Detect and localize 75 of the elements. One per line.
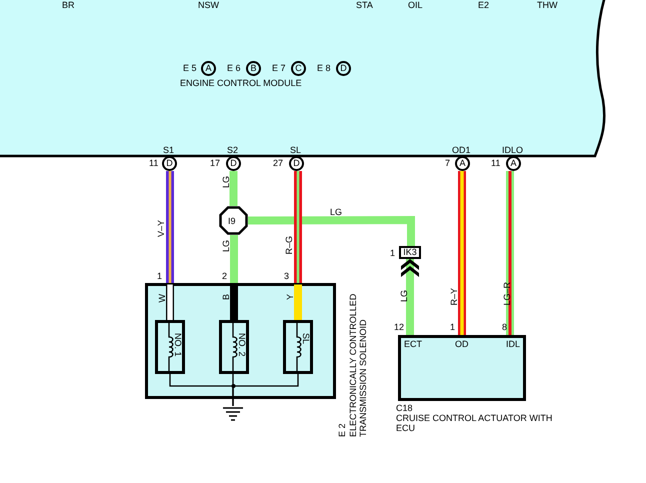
connector-box: IK3 bbox=[399, 246, 421, 259]
pin-number: 11 bbox=[149, 158, 158, 168]
wire-label: R–G bbox=[284, 236, 294, 255]
wire-label: LG bbox=[330, 207, 342, 217]
coil-label: NO. 2 bbox=[237, 333, 247, 357]
wire-label: LG bbox=[221, 240, 231, 252]
terminal-name: S2 bbox=[227, 145, 238, 155]
module-title: ENGINE CONTROL MODULE bbox=[180, 78, 302, 88]
pin-number: 7 bbox=[445, 158, 450, 168]
wire bbox=[230, 171, 238, 206]
junction-connector: I9 bbox=[219, 206, 248, 235]
pin-number: 27 bbox=[273, 158, 284, 168]
wire bbox=[458, 171, 466, 335]
wire-label: LG–R bbox=[502, 282, 512, 306]
terminal-name: IDL bbox=[506, 339, 520, 349]
component-label: CRUISE CONTROL ACTUATOR WITH ECU bbox=[396, 413, 554, 433]
terminal-name: OD bbox=[455, 339, 468, 349]
terminal-pin: A bbox=[506, 156, 521, 171]
ground-symbol bbox=[222, 406, 244, 422]
terminal-name: NSW bbox=[198, 0, 219, 10]
connector-letter: C bbox=[291, 61, 306, 76]
connector-code: E 7 bbox=[272, 63, 286, 73]
pin-number: 3 bbox=[284, 271, 290, 281]
wire-label: V–Y bbox=[156, 220, 166, 238]
wire bbox=[506, 171, 514, 335]
connector-code: E 5 bbox=[183, 63, 197, 73]
pin-number: 1 bbox=[450, 322, 456, 332]
wire bbox=[294, 171, 302, 320]
component-box bbox=[398, 335, 526, 401]
wire-label: W bbox=[157, 294, 167, 302]
connector-letter: B bbox=[246, 61, 261, 76]
pin-number: 17 bbox=[210, 158, 220, 168]
coil-label: SL bbox=[301, 333, 311, 344]
pin-number: 2 bbox=[222, 271, 228, 281]
wire-label: Y bbox=[285, 294, 295, 300]
component-label: ELECTRONICALLY CONTROLLED TRANSMISSION SOLENOID bbox=[348, 292, 368, 437]
coil-label: NO. 1 bbox=[173, 333, 183, 357]
connector-letter: A bbox=[201, 61, 216, 76]
terminal-name: E2 bbox=[478, 0, 490, 10]
solenoid-coil bbox=[219, 320, 249, 374]
wire-label: LG bbox=[399, 290, 409, 302]
terminal-name: IDLO bbox=[502, 145, 524, 155]
terminal-pin: D bbox=[289, 156, 304, 171]
connector-code: E 8 bbox=[317, 63, 331, 73]
solenoid-coil bbox=[283, 320, 313, 374]
component-label: C18 bbox=[396, 403, 413, 413]
terminal-name: ECT bbox=[404, 339, 422, 349]
terminal-name: S1 bbox=[163, 145, 174, 155]
component-label: E 2 bbox=[337, 422, 347, 437]
pin-number: 11 bbox=[491, 158, 500, 168]
pin-number: 12 bbox=[394, 322, 404, 332]
component-box bbox=[145, 283, 336, 399]
wire-label: B bbox=[221, 294, 231, 300]
wire-label: R–Y bbox=[449, 288, 459, 306]
connector-letter: D bbox=[336, 61, 351, 76]
terminal-name: SL bbox=[290, 145, 302, 155]
wire-label: LG bbox=[221, 176, 231, 188]
ground-wire bbox=[169, 374, 234, 406]
terminal-name: OIL bbox=[408, 0, 423, 10]
terminal-pin: A bbox=[455, 156, 470, 171]
pin-number: 8 bbox=[502, 322, 508, 332]
terminal-name: BR bbox=[62, 0, 75, 10]
terminal-name: THW bbox=[537, 0, 558, 10]
solenoid-coil bbox=[155, 320, 185, 374]
pin-number: 1 bbox=[390, 248, 396, 258]
wire bbox=[166, 171, 174, 320]
terminal-pin: D bbox=[226, 156, 241, 171]
wire bbox=[230, 235, 238, 320]
pin-number: 1 bbox=[157, 271, 162, 281]
wire bbox=[401, 259, 419, 335]
wire bbox=[248, 216, 415, 246]
terminal-name: OD1 bbox=[452, 145, 471, 155]
connector-code: E 6 bbox=[227, 63, 241, 73]
terminal-pin: D bbox=[162, 156, 177, 171]
terminal-name: STA bbox=[356, 0, 373, 10]
